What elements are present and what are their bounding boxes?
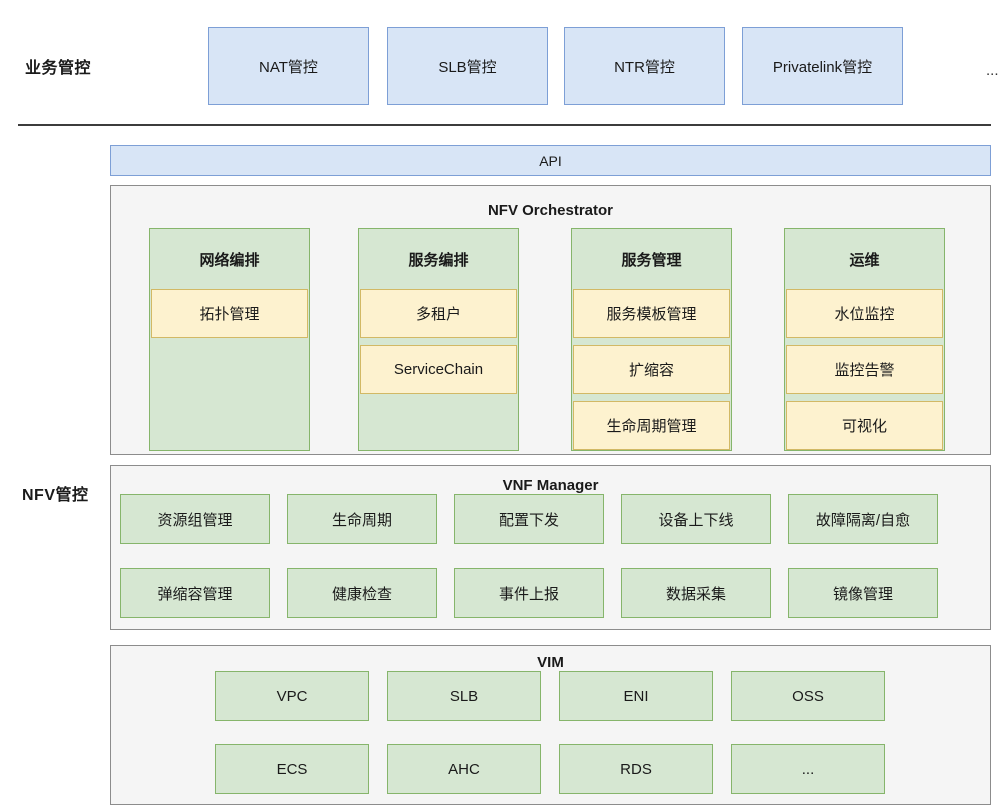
vim-box: OSS (731, 671, 885, 721)
vim-panel: VIM VPC SLB ENI OSS ECS AHC RDS ... (110, 645, 991, 805)
vnf-box: 弹缩容管理 (120, 568, 270, 618)
vnf-box: 配置下发 (454, 494, 604, 544)
column-header: 网络编排 (199, 251, 260, 269)
nfv-orchestrator-title: NFV Orchestrator (487, 202, 614, 219)
api-bar: API (110, 145, 991, 176)
feature-box: 扩缩容 (573, 345, 730, 394)
business-box-slb: SLB管控 (387, 27, 548, 105)
feature-box: 拓扑管理 (151, 289, 308, 338)
divider-line (18, 124, 991, 126)
vim-box: AHC (387, 744, 541, 794)
feature-box: 水位监控 (786, 289, 943, 338)
vnf-box: 健康检查 (287, 568, 437, 618)
feature-box: 多租户 (360, 289, 517, 338)
orchestrator-column-network: 网络编排 拓扑管理 (149, 228, 310, 451)
nfv-orchestrator-panel: NFV Orchestrator 网络编排 拓扑管理 服务编排 多租户 Serv… (110, 185, 991, 455)
vnf-box: 设备上下线 (621, 494, 771, 544)
vim-box: SLB (387, 671, 541, 721)
feature-box: 监控告警 (786, 345, 943, 394)
vnf-box: 事件上报 (454, 568, 604, 618)
feature-box: 服务模板管理 (573, 289, 730, 338)
vim-box: ENI (559, 671, 713, 721)
vnf-box: 资源组管理 (120, 494, 270, 544)
orchestrator-column-service-orchestration: 服务编排 多租户 ServiceChain (358, 228, 519, 451)
vnf-box: 生命周期 (287, 494, 437, 544)
vim-box: VPC (215, 671, 369, 721)
business-box-ntr: NTR管控 (564, 27, 725, 105)
vnf-manager-title: VNF Manager (502, 477, 599, 494)
vim-box-ellipsis: ... (731, 744, 885, 794)
column-header: 服务编排 (408, 251, 469, 269)
feature-box: ServiceChain (360, 345, 517, 394)
orchestrator-column-operations: 运维 水位监控 监控告警 可视化 (784, 228, 945, 451)
nfv-domain-label: NFV管控 (22, 487, 89, 504)
vim-title: VIM (537, 654, 564, 671)
column-header: 服务管理 (621, 251, 682, 269)
orchestrator-column-service-management: 服务管理 服务模板管理 扩缩容 生命周期管理 (571, 228, 732, 451)
business-box-privatelink: Privatelink管控 (742, 27, 903, 105)
vnf-box: 数据采集 (621, 568, 771, 618)
vnf-manager-panel: VNF Manager 资源组管理 生命周期 配置下发 设备上下线 故障隔离/自… (110, 465, 991, 630)
feature-box: 生命周期管理 (573, 401, 730, 450)
vim-box: RDS (559, 744, 713, 794)
feature-box: 可视化 (786, 401, 943, 450)
business-domain-label: 业务管控 (25, 60, 92, 77)
vnf-box: 故障隔离/自愈 (788, 494, 938, 544)
business-box-nat: NAT管控 (208, 27, 369, 105)
vim-box: ECS (215, 744, 369, 794)
business-row-ellipsis: ... (986, 62, 999, 79)
column-header: 运维 (849, 251, 880, 269)
vnf-box: 镜像管理 (788, 568, 938, 618)
